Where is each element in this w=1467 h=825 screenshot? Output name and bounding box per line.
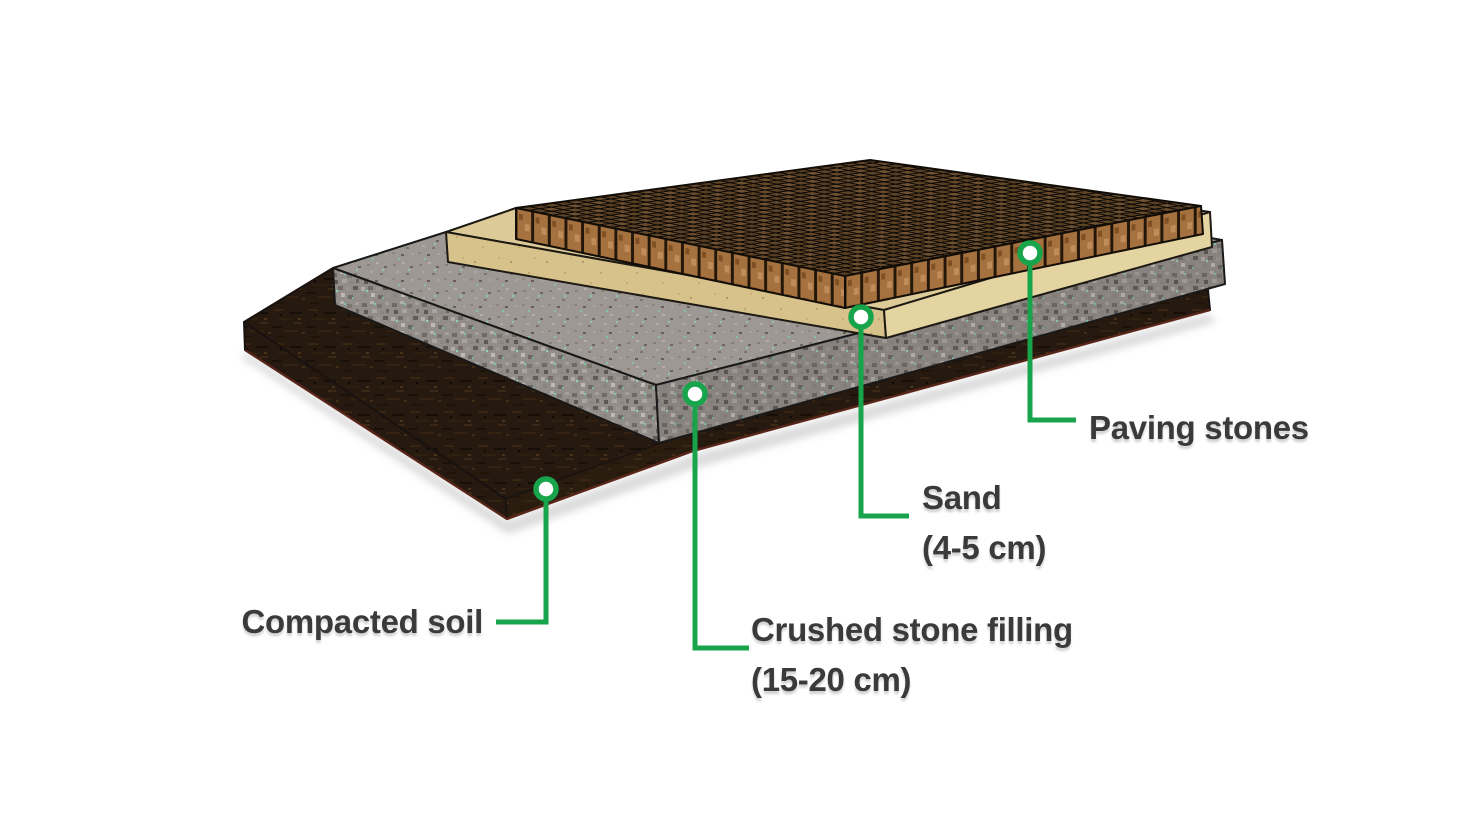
label-crushed-stone-text: Crushed stone filling xyxy=(751,611,1073,648)
label-sand: Sand (4-5 cm) xyxy=(922,473,1046,573)
callout-dot-compacted-soil xyxy=(533,476,559,502)
label-compacted-soil-text: Compacted soil xyxy=(241,603,483,640)
callout-line-sand xyxy=(858,326,909,519)
callout-line-compacted-soil xyxy=(496,498,549,625)
layer-paving-stones xyxy=(515,159,1204,309)
label-paving-stones: Paving stones xyxy=(1089,403,1309,453)
label-crushed-stone-thickness: (15-20 cm) xyxy=(751,661,912,698)
callouts xyxy=(496,240,1076,651)
callout-line-crushed-stone xyxy=(692,403,749,651)
callout-line-paving-stones xyxy=(1027,262,1076,423)
label-sand-thickness: (4-5 cm) xyxy=(922,529,1047,566)
soil-bottom-red-edge xyxy=(244,308,1211,521)
callout-dot-sand xyxy=(848,304,874,330)
callout-dot-paving-stones xyxy=(1017,240,1043,266)
label-crushed-stone: Crushed stone filling (15-20 cm) xyxy=(751,605,1073,705)
label-sand-text: Sand xyxy=(922,479,1002,516)
label-paving-stones-text: Paving stones xyxy=(1089,409,1309,446)
label-compacted-soil: Compacted soil xyxy=(178,597,483,647)
callout-dot-crushed-stone xyxy=(682,381,708,407)
